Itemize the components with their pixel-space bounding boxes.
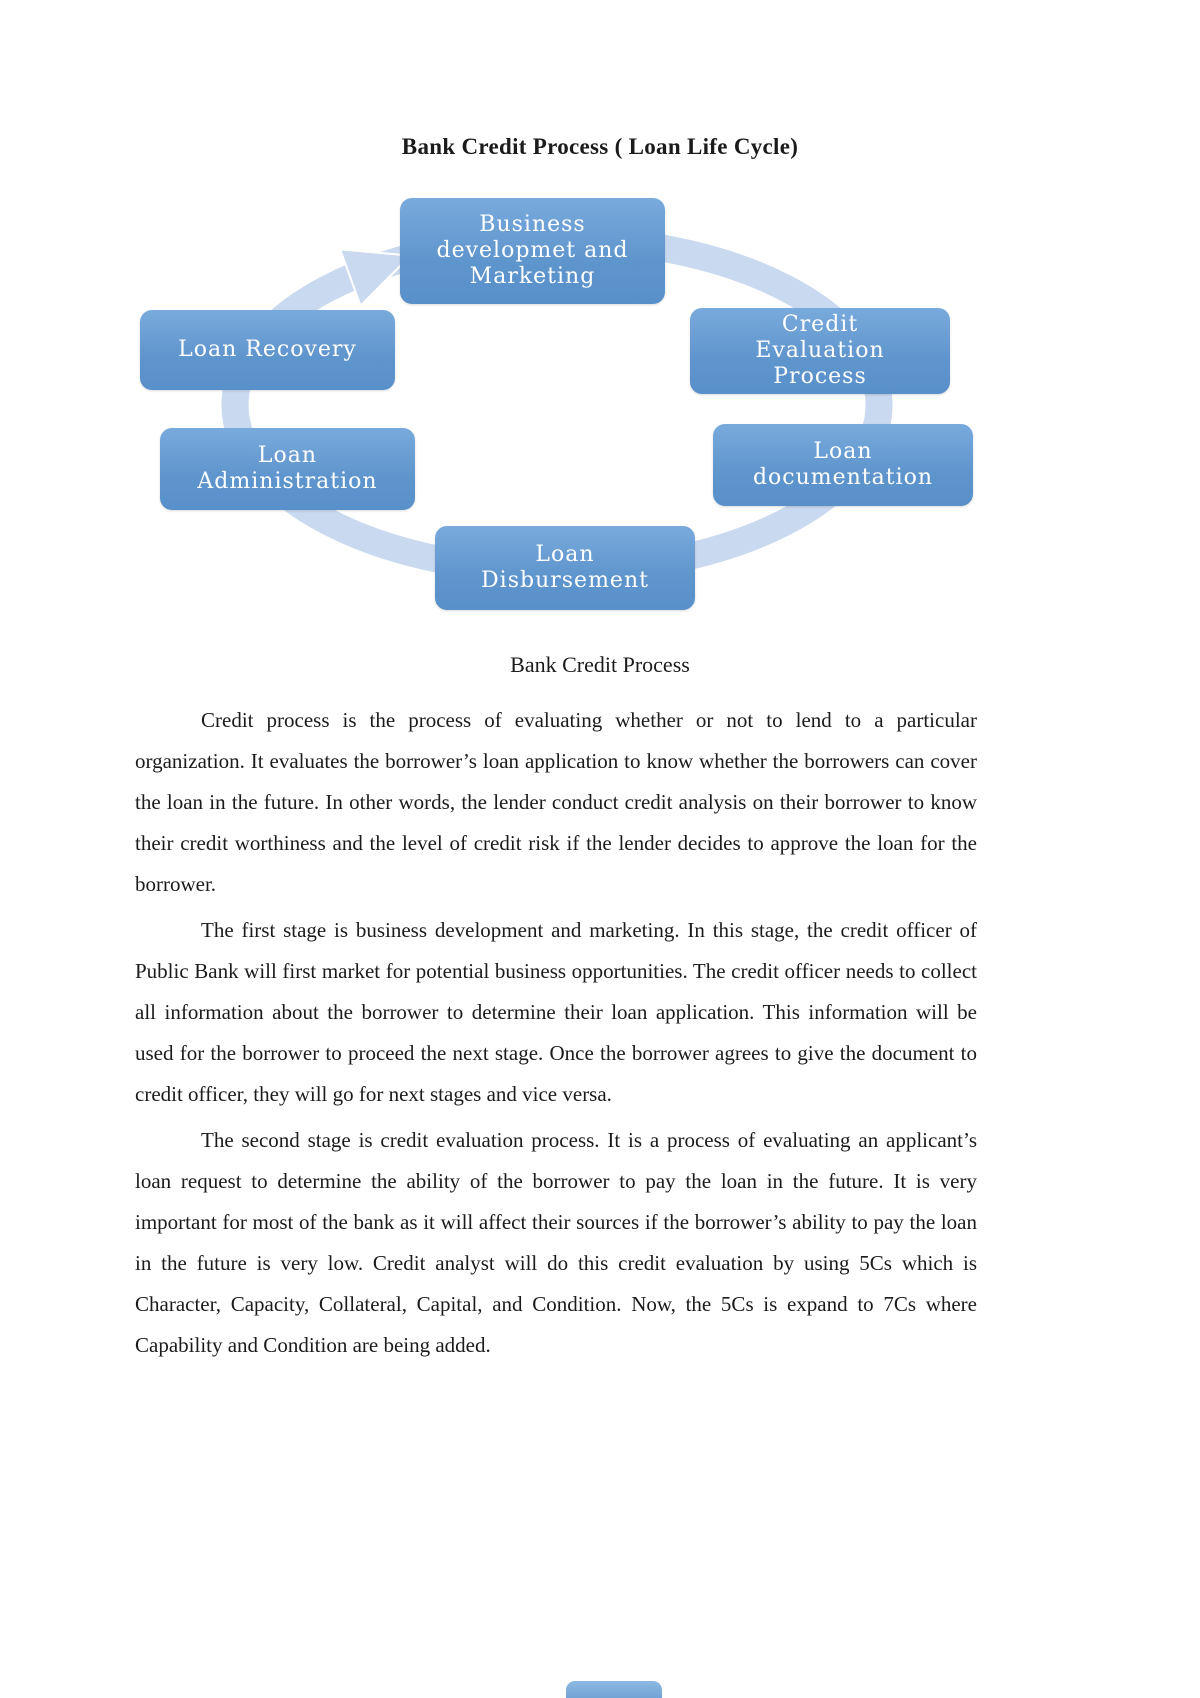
diagram-node-label: Loan Recovery — [178, 337, 357, 363]
diagram-node-loan-documentation: Loan documentation — [713, 424, 973, 506]
diagram-node-label: Loan Administration — [197, 443, 378, 494]
diagram-node-label: Credit Evaluation Process — [755, 312, 885, 389]
paragraph-second-stage: The second stage is credit evaluation pr… — [135, 1128, 977, 1357]
diagram-node-loan-administration: Loan Administration — [160, 428, 415, 510]
diagram-node-loan-disbursement: Loan Disbursement — [435, 526, 695, 610]
next-page-box-peek — [566, 1681, 662, 1698]
loan-life-cycle-diagram: Business developmet and Marketing Credit… — [0, 170, 1200, 650]
paragraph-first-stage: The first stage is business development … — [135, 918, 977, 1106]
diagram-node-label: Loan documentation — [752, 439, 934, 490]
diagram-node-label: Loan Disbursement — [481, 542, 649, 593]
diagram-node-loan-recovery: Loan Recovery — [140, 310, 395, 390]
cycle-arrowhead — [338, 248, 413, 308]
diagram-node-business-development: Business developmet and Marketing — [400, 198, 665, 304]
page-title: Bank Credit Process ( Loan Life Cycle) — [401, 134, 799, 159]
diagram-node-label: Business developmet and Marketing — [436, 212, 629, 289]
body-text: Credit process is the process of evaluat… — [135, 700, 977, 1371]
paragraph-credit-process: Credit process is the process of evaluat… — [135, 708, 977, 896]
diagram-caption: Bank Credit Process — [510, 652, 690, 677]
diagram-node-credit-evaluation: Credit Evaluation Process — [690, 308, 950, 394]
